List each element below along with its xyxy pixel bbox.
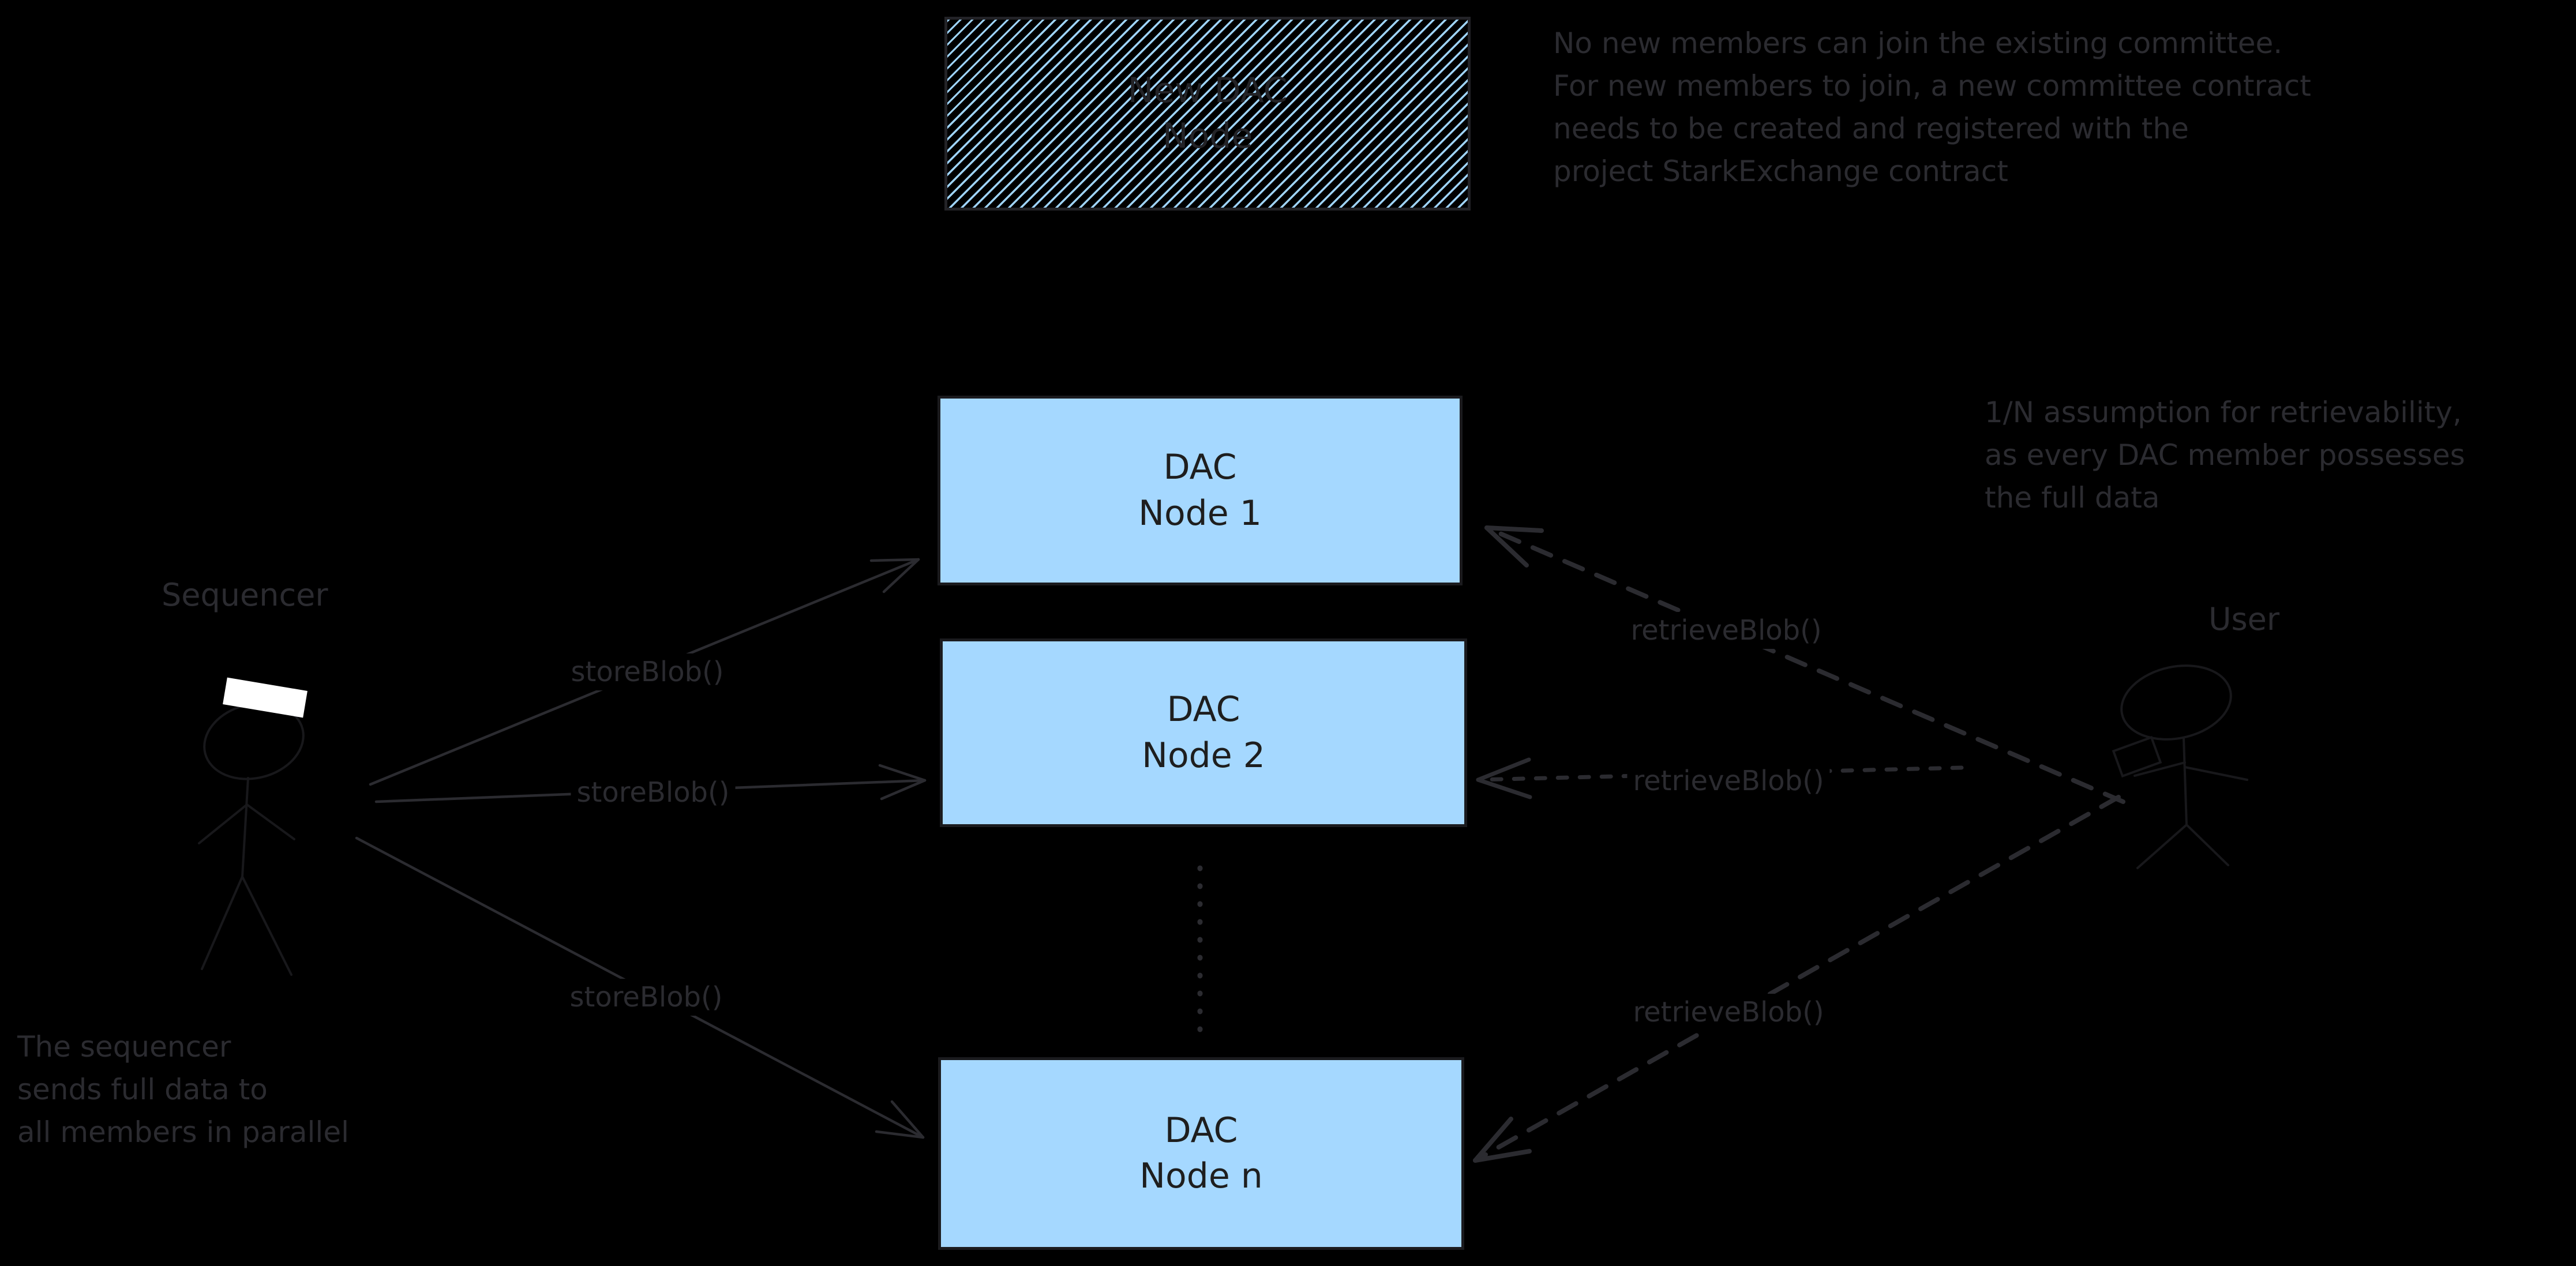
retrievability-note-line2: as every DAC member possesses: [1985, 438, 2465, 472]
new-dac-node-label-line2: Node: [1162, 116, 1253, 156]
user-label: User: [2208, 601, 2280, 637]
sequencer-note: The sequencer sends full data to all mem…: [17, 1025, 349, 1154]
dac-node-2-box: DAC Node 2: [940, 638, 1467, 827]
dac-node-1-label-line1: DAC: [1163, 447, 1237, 488]
sequencer-label: Sequencer: [162, 577, 328, 613]
dac-node-2-label-line2: Node 2: [1142, 735, 1265, 776]
sequencer-note-line2: sends full data to: [17, 1073, 268, 1106]
user-figure: [2112, 664, 2248, 869]
sequencer-figure: [198, 702, 305, 976]
dac-node-n-box: DAC Node n: [938, 1057, 1464, 1250]
dac-node-1-box: DAC Node 1: [938, 396, 1463, 585]
store-blob-label-2: storeBlob(): [571, 774, 736, 811]
new-dac-node-box: New DAC Node: [944, 17, 1471, 211]
committee-note-line2: For new members to join, a new committee…: [1553, 69, 2311, 103]
retrievability-note: 1/N assumption for retrievability, as ev…: [1985, 391, 2465, 519]
committee-note-line3: needs to be created and registered with …: [1553, 112, 2189, 145]
committee-note: No new members can join the existing com…: [1553, 22, 2311, 193]
retrieve-blob-label-1: retrieveBlob(): [1625, 612, 1828, 649]
retrieve-blob-label-2: retrieveBlob(): [1627, 762, 1830, 799]
new-dac-node-label-line1: New DAC: [1127, 70, 1288, 111]
store-blob-label-3: storeBlob(): [564, 979, 729, 1016]
dac-node-1-label-line2: Node 1: [1138, 493, 1262, 534]
retrieve-blob-label-3: retrieveBlob(): [1627, 994, 1830, 1031]
dac-node-n-label-line1: DAC: [1164, 1110, 1238, 1151]
sequencer-note-line3: all members in parallel: [17, 1115, 349, 1149]
dac-node-2-label-line1: DAC: [1167, 689, 1240, 730]
committee-note-line4: project StarkExchange contract: [1553, 155, 2008, 188]
retrieve-arrow-node1: [1484, 525, 2125, 804]
store-blob-label-1: storeBlob(): [565, 653, 730, 690]
dac-node-n-label-line2: Node n: [1139, 1156, 1263, 1196]
sequencer-note-line1: The sequencer: [17, 1030, 231, 1064]
retrievability-note-line1: 1/N assumption for retrievability,: [1985, 396, 2462, 429]
committee-note-line1: No new members can join the existing com…: [1553, 27, 2283, 60]
retrievability-note-line3: the full data: [1985, 481, 2160, 514]
retrieve-arrow-noden: [1473, 795, 2121, 1163]
